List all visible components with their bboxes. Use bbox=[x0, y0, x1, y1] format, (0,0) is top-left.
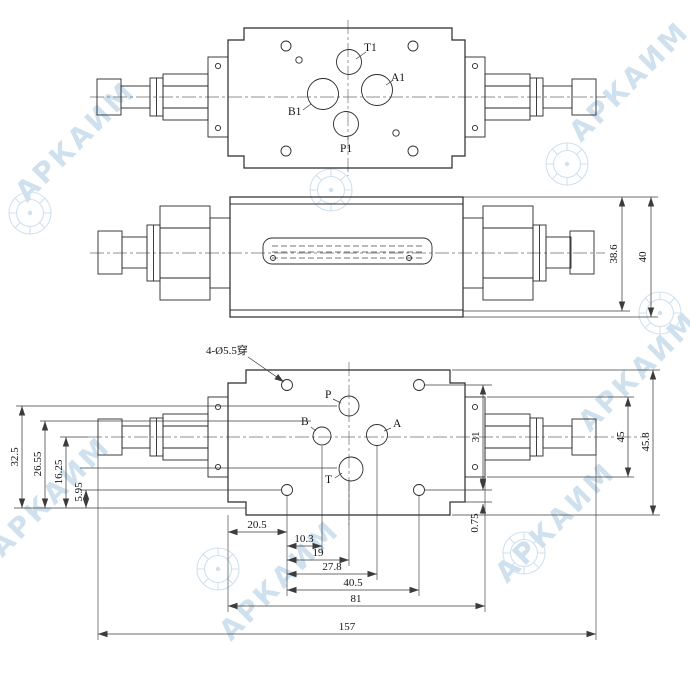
dim-20-5: 20.5 bbox=[247, 519, 267, 531]
extension-lines bbox=[425, 369, 660, 516]
flange-screw bbox=[471, 403, 479, 411]
watermark-stamp bbox=[196, 547, 240, 591]
pilot-hole bbox=[295, 56, 303, 64]
flange-screw bbox=[214, 62, 222, 70]
valve-body-outline bbox=[229, 196, 464, 318]
port-a1-circle bbox=[361, 74, 393, 106]
left-actuator bbox=[96, 56, 229, 138]
hole-note: 4-Ø5.5穿 bbox=[206, 343, 248, 357]
mounting-hole bbox=[280, 40, 292, 52]
port-t1-label: T1 bbox=[364, 42, 377, 54]
dim-31: 31 bbox=[470, 432, 482, 443]
port-a-label: A bbox=[393, 418, 402, 430]
flange-screw bbox=[471, 463, 479, 471]
dim-157: 157 bbox=[339, 621, 356, 633]
dim-27-8: 27.8 bbox=[322, 561, 342, 573]
dim-16-25: 16.25 bbox=[53, 459, 65, 484]
extension-lines bbox=[14, 405, 337, 509]
pilot-hole bbox=[392, 129, 400, 137]
watermark-text: АРКАИМ bbox=[8, 74, 142, 208]
port-label-leaders bbox=[310, 398, 392, 479]
top-view: T1 A1 B1 P1 bbox=[90, 20, 606, 176]
mounting-hole bbox=[281, 484, 293, 496]
end-cap bbox=[97, 230, 123, 275]
dim-32-5: 32.5 bbox=[9, 447, 21, 467]
body-seams bbox=[230, 203, 463, 311]
end-cap bbox=[569, 230, 595, 275]
mounting-hole bbox=[280, 145, 292, 157]
mounting-hole bbox=[281, 379, 293, 391]
dim-45: 45 bbox=[615, 431, 627, 443]
dim-0-75: 0.75 bbox=[469, 513, 481, 533]
port-p1-label: P1 bbox=[340, 143, 352, 155]
nameplate-recess bbox=[262, 237, 433, 265]
valve-body-outline bbox=[227, 369, 466, 516]
right-dimensions: 31 0.75 45 45.8 bbox=[425, 369, 660, 533]
watermark-text: АРКАИМ bbox=[562, 14, 690, 148]
dim-40-5: 40.5 bbox=[343, 577, 363, 589]
hex-flats bbox=[163, 85, 208, 109]
stem bbox=[545, 236, 572, 269]
flange-screw bbox=[214, 403, 222, 411]
port-a-circle bbox=[366, 424, 388, 446]
recess-hole bbox=[406, 255, 412, 261]
port-t1-circle bbox=[336, 49, 362, 75]
extension-lines bbox=[463, 196, 658, 318]
side-view: 38.6 40 bbox=[90, 196, 658, 318]
watermark-stamp bbox=[309, 168, 353, 212]
hex-flats bbox=[485, 425, 530, 449]
port-p-circle bbox=[338, 395, 360, 417]
mounting-hole bbox=[407, 40, 419, 52]
recess-hole bbox=[270, 255, 276, 261]
bottom-dimensions: 20.5 10.3 19 27.8 40.5 81 157 bbox=[97, 446, 597, 640]
mounting-hole bbox=[407, 145, 419, 157]
dim-19: 19 bbox=[313, 547, 325, 559]
right-actuator bbox=[462, 205, 595, 301]
port-b1-label: B1 bbox=[288, 106, 302, 118]
port-b-label: B bbox=[301, 416, 309, 428]
port-b-circle bbox=[312, 426, 332, 446]
watermark-text: АРКАИМ bbox=[488, 455, 622, 589]
watermarks: АРКАИМ АРКАИМ АРКАИМ АРКАИМ АРКАИМ АРКАИ… bbox=[0, 14, 690, 647]
mounting-hole bbox=[413, 484, 425, 496]
flange-screw bbox=[214, 463, 222, 471]
dim-45-8: 45.8 bbox=[640, 432, 652, 452]
hex-flats bbox=[483, 227, 533, 279]
bottom-view: P B A T 4-Ø5.5穿 32.5 26.55 16.25 5.95 31… bbox=[9, 343, 660, 640]
port-p-label: P bbox=[325, 389, 331, 401]
hole-note-leader bbox=[247, 356, 285, 383]
dim-81: 81 bbox=[351, 593, 362, 605]
dim-26-55: 26.55 bbox=[32, 451, 44, 476]
end-cap bbox=[571, 418, 597, 456]
hex-flats bbox=[163, 425, 208, 449]
port-b1-circle bbox=[307, 78, 339, 110]
dim-38-6: 38.6 bbox=[608, 244, 620, 264]
end-cap bbox=[571, 78, 597, 116]
port-p1-circle bbox=[333, 111, 359, 137]
hex-flats bbox=[485, 85, 530, 109]
dim-5-95: 5.95 bbox=[73, 482, 85, 502]
dim-10-3: 10.3 bbox=[294, 533, 314, 545]
flange-screw bbox=[471, 124, 479, 132]
dim-40: 40 bbox=[637, 251, 649, 263]
right-actuator bbox=[464, 56, 597, 138]
flange-screw bbox=[214, 124, 222, 132]
watermark-text: АРКАИМ bbox=[571, 304, 690, 438]
watermark-stamp bbox=[545, 142, 589, 186]
mounting-hole bbox=[413, 379, 425, 391]
stem bbox=[121, 236, 148, 269]
port-a1-label: A1 bbox=[391, 72, 405, 84]
side-view-dimensions: 38.6 40 bbox=[463, 196, 658, 318]
valve-body-outline bbox=[227, 27, 466, 169]
port-label-leaders bbox=[302, 51, 393, 140]
port-t-label: T bbox=[325, 474, 332, 486]
flange-screw bbox=[471, 62, 479, 70]
hex-flats bbox=[160, 227, 210, 279]
left-dimensions: 32.5 26.55 16.25 5.95 bbox=[9, 405, 337, 509]
hidden-lines bbox=[272, 245, 423, 259]
port-t-circle bbox=[338, 456, 364, 482]
watermark-text: АРКАИМ bbox=[212, 513, 346, 647]
